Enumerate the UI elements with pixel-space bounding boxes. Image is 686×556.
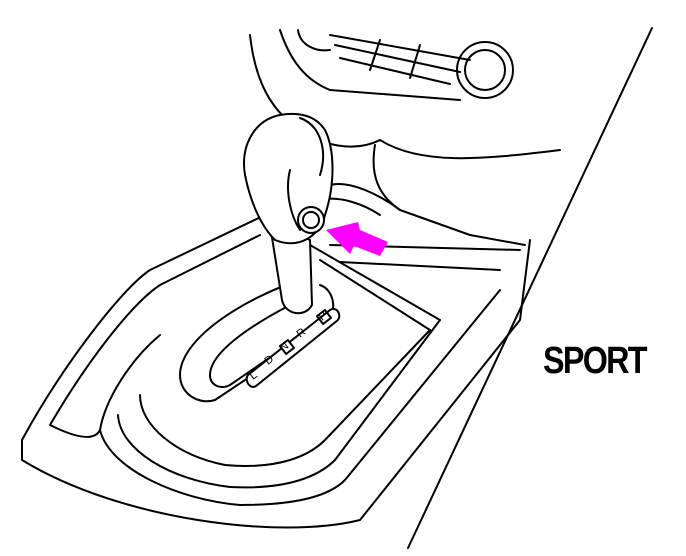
selected-gear-box [278, 338, 296, 356]
sport-label: SPORT [543, 340, 647, 382]
shift-lever [243, 112, 334, 315]
shift-lock-button-icon [297, 206, 325, 234]
divider-line [407, 27, 653, 549]
push-arrow-icon [326, 222, 388, 256]
gear-indicator: P R N D L [245, 308, 341, 388]
